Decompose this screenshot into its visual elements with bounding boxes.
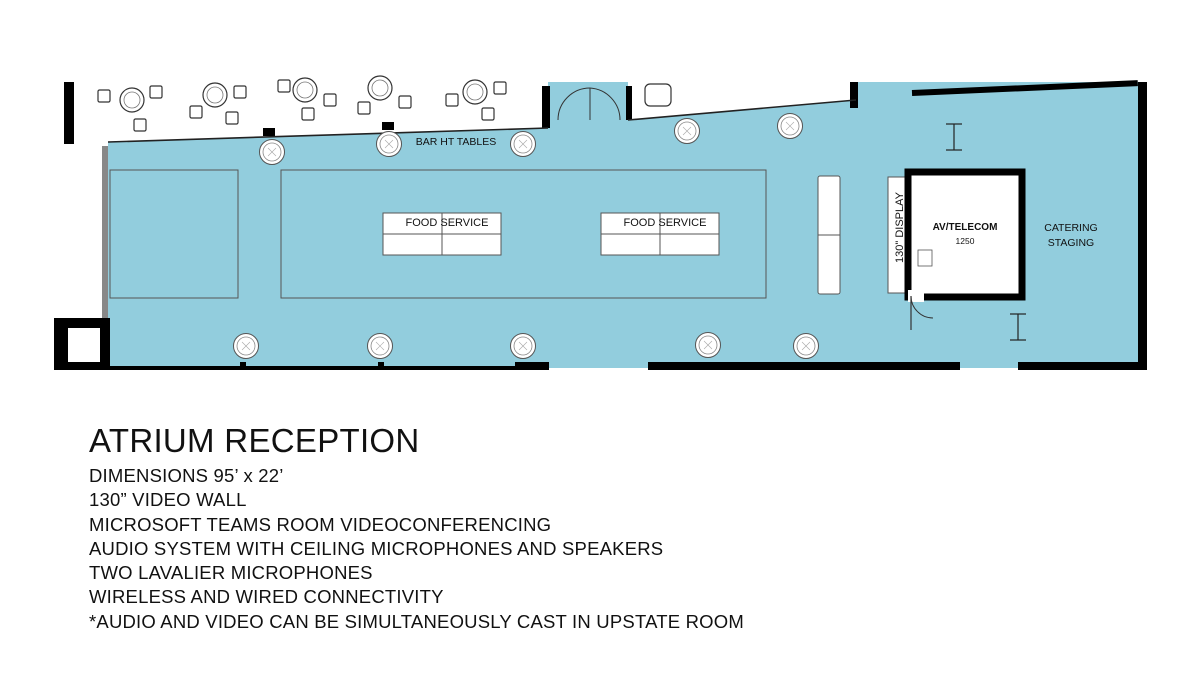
food-service-label-1: FOOD SERVICE xyxy=(406,217,489,229)
room-title: ATRIUM RECEPTION xyxy=(89,422,420,459)
av-telecom-label: AV/TELECOM xyxy=(933,222,998,233)
millwork xyxy=(109,169,767,299)
catering-label-line1: CATERING xyxy=(1044,222,1097,234)
room-spec-video-wall: 130” VIDEO WALL xyxy=(89,489,247,511)
catering-label-line2: STAGING xyxy=(1048,237,1094,249)
food-service-table-1 xyxy=(382,212,502,256)
patio-furniture xyxy=(97,75,672,132)
walls xyxy=(54,80,1147,370)
entry-door xyxy=(557,87,621,121)
display-label: 130" DISPLAY xyxy=(894,191,906,263)
room-spec-dimensions: DIMENSIONS 95’ x 22’ xyxy=(89,465,284,486)
room-info: ATRIUM RECEPTION DIMENSIONS 95’ x 22’ 13… xyxy=(89,422,1089,634)
av-telecom-room xyxy=(904,168,1026,330)
food-service-table-2 xyxy=(600,212,720,256)
stanchion-2 xyxy=(1010,313,1026,341)
room-spec-lavalier: TWO LAVALIER MICROPHONES xyxy=(89,562,373,584)
floor-plan: FOOD SERVICE FOOD SERVICE 130" DISPLAY A… xyxy=(54,75,1147,370)
stanchion-1 xyxy=(946,123,962,151)
room-spec-cast-note: *AUDIO AND VIDEO CAN BE SIMULTANEOUSLY C… xyxy=(89,610,744,632)
bar-tables-label: BAR HT TABLES xyxy=(416,136,497,148)
room-spec-connectivity: WIRELESS AND WIRED CONNECTIVITY xyxy=(89,586,444,608)
food-service-label-2: FOOD SERVICE xyxy=(624,217,707,229)
room-number: 1250 xyxy=(956,236,975,246)
room-spec-teams: MICROSOFT TEAMS ROOM VIDEOCONFERENCING xyxy=(89,513,552,535)
serving-counter xyxy=(817,175,841,295)
room-spec-audio: AUDIO SYSTEM WITH CEILING MICROPHONES AN… xyxy=(89,537,664,559)
